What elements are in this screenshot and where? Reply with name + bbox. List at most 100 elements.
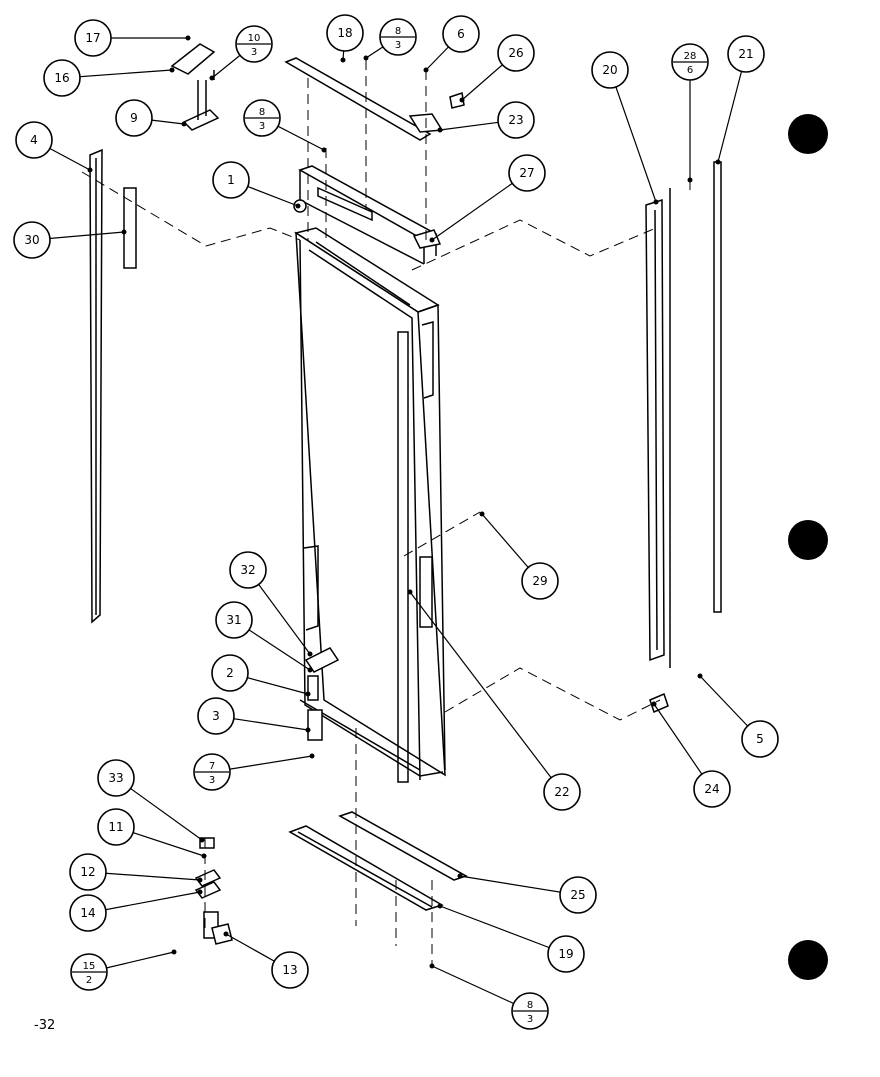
callout-circle bbox=[97, 759, 135, 797]
callout-circle bbox=[547, 935, 585, 973]
leader-dot bbox=[307, 651, 313, 657]
callout-number: 8 bbox=[527, 1000, 533, 1011]
leader-dot bbox=[201, 853, 207, 859]
callout-30: 30 bbox=[13, 221, 127, 259]
callout-1: 1 bbox=[212, 161, 301, 209]
leader-dot bbox=[171, 949, 177, 955]
callout-subnumber: 3 bbox=[395, 40, 401, 51]
callout-14: 14 bbox=[69, 889, 203, 932]
callout-circle bbox=[211, 654, 249, 692]
callout-number: 30 bbox=[24, 233, 39, 247]
callout-circle bbox=[727, 35, 765, 73]
callout-33: 33 bbox=[97, 759, 205, 843]
leader-dot bbox=[437, 127, 443, 133]
callout-circle bbox=[69, 894, 107, 932]
leader-line bbox=[409, 591, 563, 793]
callout-circle bbox=[497, 101, 535, 139]
leader-line bbox=[609, 69, 657, 203]
leader-dot bbox=[715, 159, 721, 165]
callout-circle bbox=[271, 951, 309, 989]
callout-29: 29 bbox=[479, 511, 559, 600]
leader-dot bbox=[697, 673, 703, 679]
callout-24: 24 bbox=[651, 701, 731, 808]
callout-circle bbox=[442, 15, 480, 53]
callout-circle bbox=[13, 221, 51, 259]
callout-number: 24 bbox=[704, 782, 719, 796]
leader-dot bbox=[309, 753, 315, 759]
right-trim-liner bbox=[645, 188, 671, 668]
callout-number: 8 bbox=[395, 26, 401, 37]
callout-number: 33 bbox=[108, 771, 123, 785]
callout-8-3: 83 bbox=[363, 18, 417, 61]
callout-number: 27 bbox=[519, 166, 534, 180]
callout-subnumber: 3 bbox=[251, 47, 257, 58]
leader-dot bbox=[653, 199, 659, 205]
callout-number: 1 bbox=[227, 173, 235, 187]
leader-dot bbox=[437, 903, 443, 909]
callout-circle bbox=[229, 551, 267, 589]
callout-number: 15 bbox=[83, 961, 96, 972]
callout-number: 23 bbox=[508, 113, 523, 127]
leader-line bbox=[431, 172, 528, 241]
leader-dot bbox=[321, 147, 327, 153]
leader-dot bbox=[479, 511, 485, 517]
callout-number: 18 bbox=[337, 26, 352, 40]
callout-23: 23 bbox=[437, 101, 535, 139]
callout-15-2: 152 bbox=[70, 949, 177, 991]
callout-circle bbox=[69, 853, 107, 891]
callout-number: 11 bbox=[108, 820, 123, 834]
top-hinge bbox=[170, 43, 220, 131]
callout-number: 3 bbox=[212, 709, 220, 723]
callout-number: 26 bbox=[508, 46, 523, 60]
leader-dot bbox=[121, 229, 127, 235]
callout-circle bbox=[521, 562, 559, 600]
callout-number: 12 bbox=[80, 865, 95, 879]
leader-dot bbox=[223, 931, 229, 937]
callout-number: 7 bbox=[209, 761, 215, 772]
callout-6: 6 bbox=[423, 15, 480, 73]
leader-dot bbox=[197, 877, 203, 883]
callout-circle bbox=[74, 19, 112, 57]
callout-circle bbox=[508, 154, 546, 192]
callout-number: 29 bbox=[532, 574, 547, 588]
leader-dot bbox=[305, 727, 311, 733]
callout-18: 18 bbox=[326, 14, 364, 63]
leader-dot bbox=[307, 667, 313, 673]
leader-line bbox=[439, 905, 567, 955]
bottom-cap bbox=[288, 811, 468, 911]
right-gasket bbox=[713, 161, 722, 613]
top-hinge-bracket bbox=[284, 57, 465, 141]
callout-circle bbox=[543, 773, 581, 811]
leader-dot bbox=[197, 889, 203, 895]
leader-dot bbox=[687, 177, 693, 183]
callout-20: 20 bbox=[591, 51, 659, 205]
leader-dot bbox=[87, 167, 93, 173]
binder-hole-top bbox=[788, 114, 828, 154]
callout-circle bbox=[212, 161, 250, 199]
page-number: -32 bbox=[34, 1018, 56, 1033]
callout-32: 32 bbox=[229, 551, 313, 657]
leader-dot bbox=[651, 701, 657, 707]
leader-dot bbox=[429, 237, 435, 243]
callout-number: 2 bbox=[226, 666, 234, 680]
callout-16: 16 bbox=[43, 59, 175, 97]
callout-circle bbox=[497, 34, 535, 72]
callout-circle bbox=[215, 601, 253, 639]
callout-subnumber: 3 bbox=[209, 775, 215, 786]
callout-9: 9 bbox=[115, 99, 187, 137]
callout-number: 21 bbox=[738, 47, 753, 61]
callout-number: 8 bbox=[259, 107, 265, 118]
leader-dot bbox=[407, 589, 413, 595]
leader-dot bbox=[185, 35, 191, 41]
assembly-lines bbox=[81, 60, 691, 966]
callout-8-3: 83 bbox=[243, 99, 327, 153]
callout-circle bbox=[15, 121, 53, 159]
left-trim-strip bbox=[89, 148, 103, 624]
leader-dot bbox=[295, 203, 301, 209]
door-panel bbox=[294, 227, 446, 783]
callout-13: 13 bbox=[223, 931, 309, 989]
leader-dot bbox=[457, 873, 463, 879]
callout-circle bbox=[741, 720, 779, 758]
